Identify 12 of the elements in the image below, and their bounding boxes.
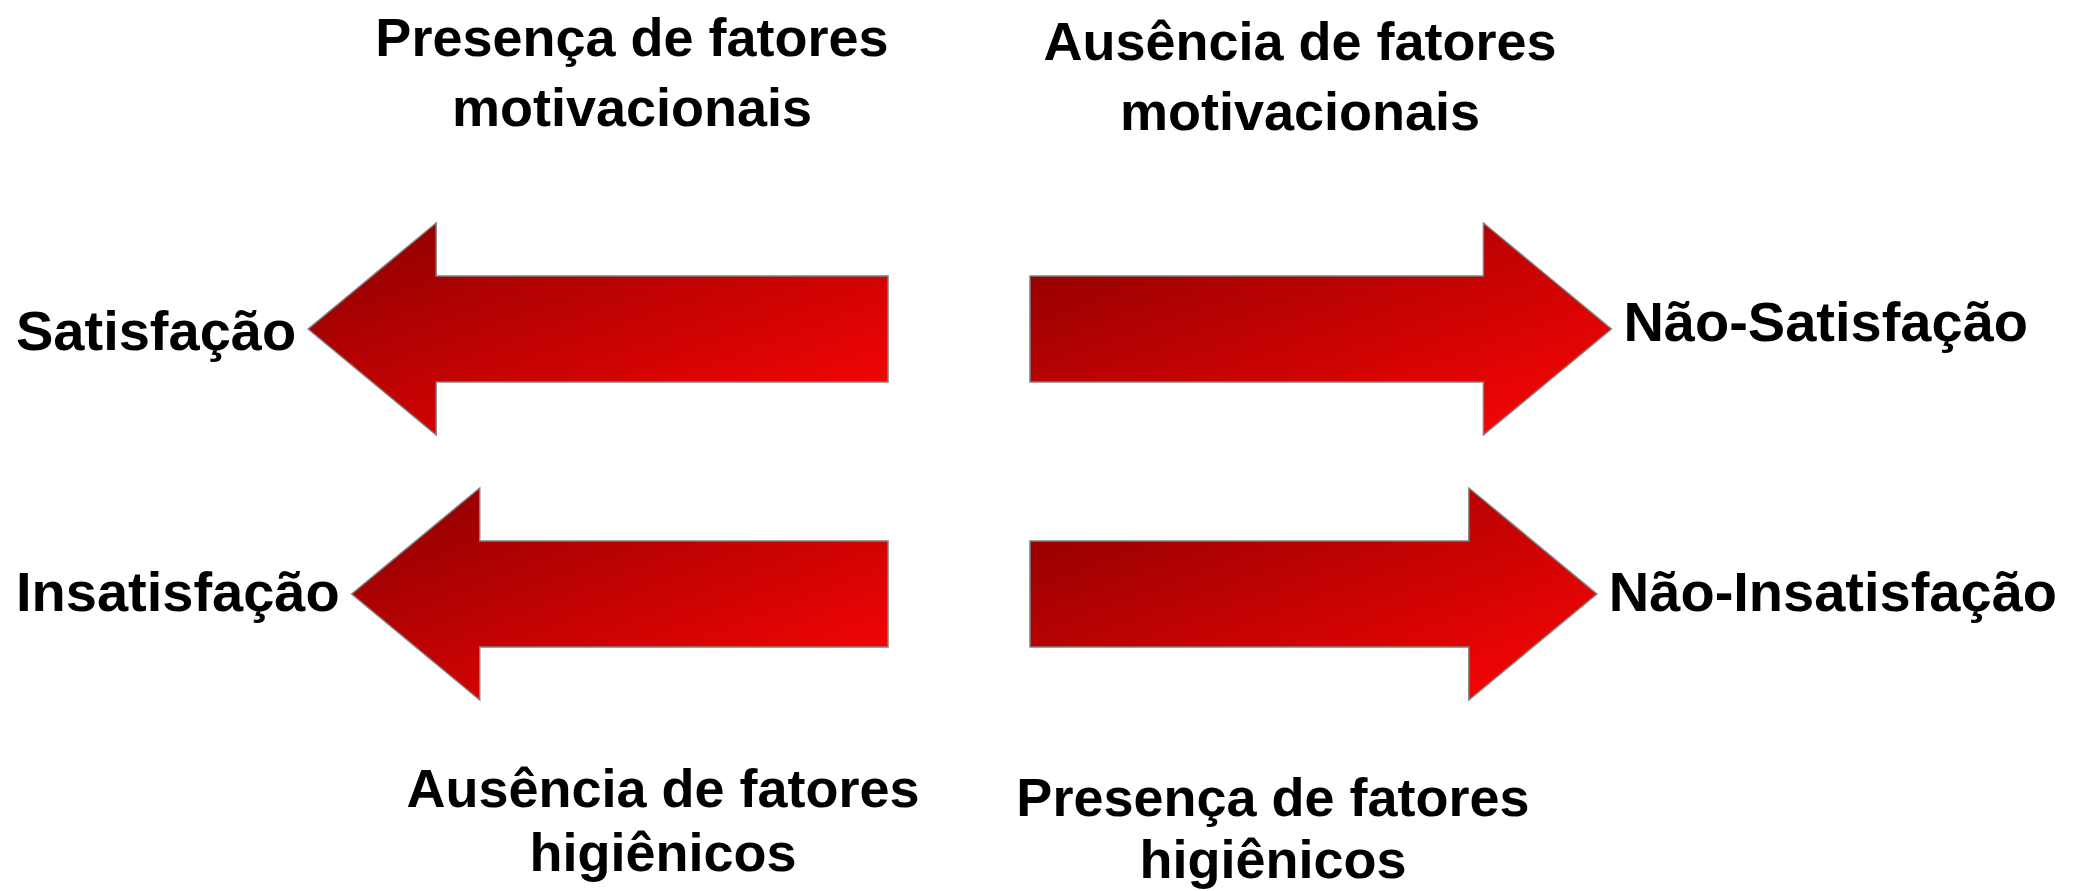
factor-caption: Ausência de fatores motivacionais (1042, 10, 1558, 143)
state-label: Não-Insatisfação (1608, 557, 2057, 627)
block-arrow (306, 221, 889, 437)
factor-caption: Presença de fatores motivacionais (374, 6, 890, 139)
state-label: Insatisfação (16, 557, 340, 627)
state-label: Não-Satisfação (1623, 287, 2028, 357)
state-label: Satisfação (16, 296, 297, 366)
factor-caption: Ausência de fatores higiênicos (405, 757, 921, 884)
block-arrow (1029, 486, 1599, 702)
block-arrow (1029, 221, 1613, 437)
block-arrow (350, 486, 889, 702)
factor-caption: Presença de fatores higiênicos (1015, 766, 1531, 890)
